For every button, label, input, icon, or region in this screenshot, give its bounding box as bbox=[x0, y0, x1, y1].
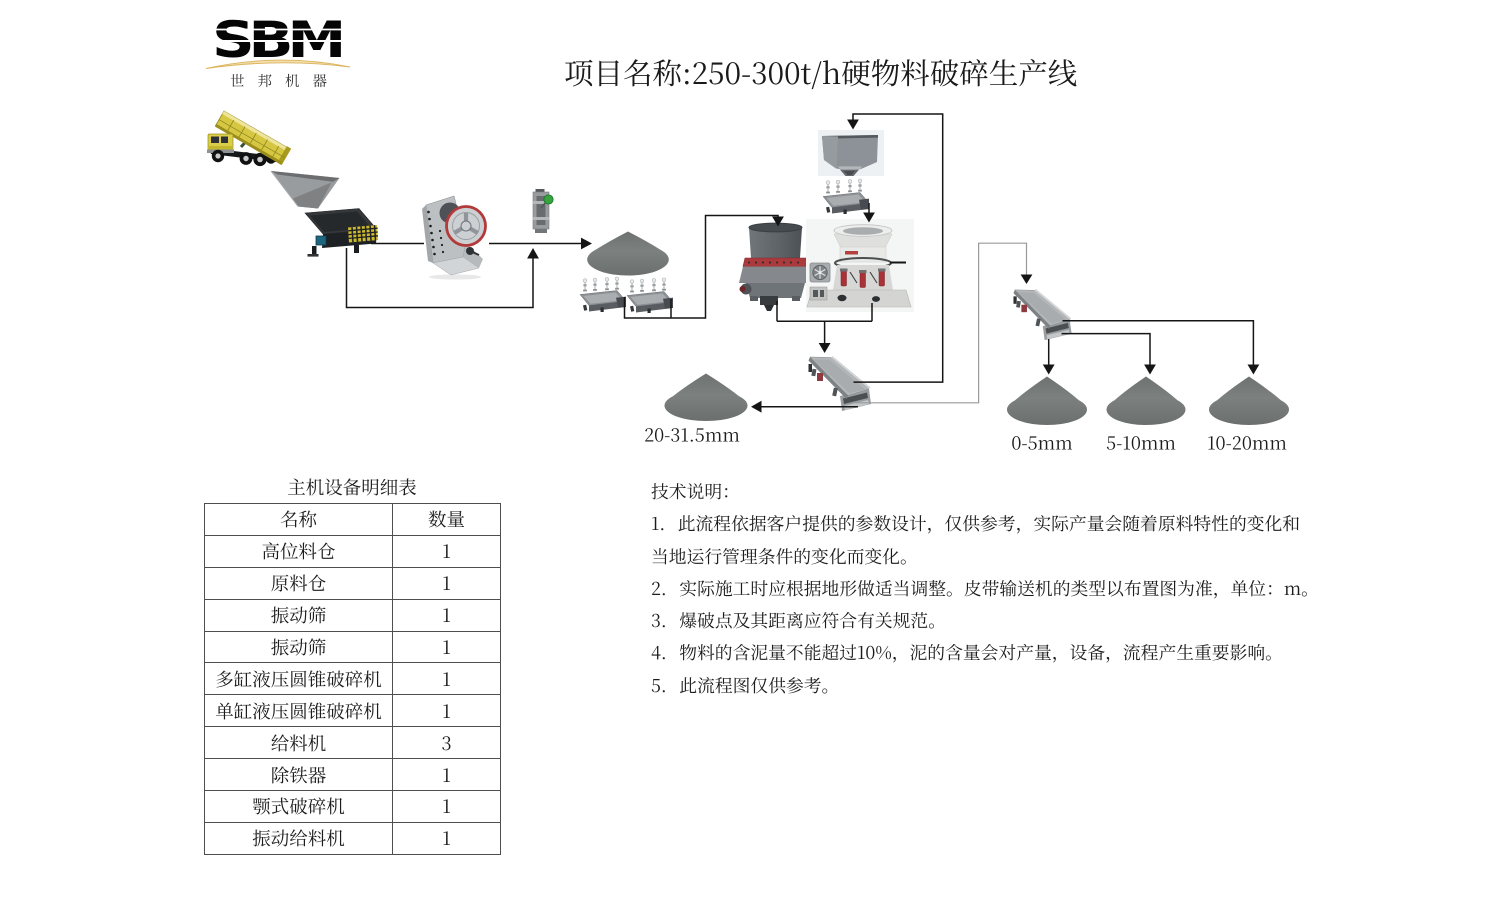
equipment-qty-cell: 1 bbox=[392, 566, 501, 600]
line-screen1-recirc bbox=[852, 113, 944, 383]
equipment-name-cell: 除铁器 bbox=[204, 758, 393, 792]
pile-feeder-1-icon bbox=[579, 276, 627, 313]
dump-truck-icon bbox=[207, 110, 292, 167]
note-line: 5. 此流程图仅供参考。 bbox=[651, 672, 840, 698]
arrow-into-pile20 bbox=[751, 400, 762, 413]
vibrating-screen-2-icon bbox=[1013, 288, 1073, 341]
sbm-logo-mark: SBM bbox=[205, 10, 351, 69]
note-line: 2. 实际施工时应根据地形做适当调整。皮带输送机的类型以布置图为准，单位：m。 bbox=[651, 575, 1319, 601]
equipment-name-cell: 振动筛 bbox=[204, 598, 393, 632]
column-header-name: 名称 bbox=[204, 503, 393, 536]
tech-notes-heading: 技术说明： bbox=[651, 479, 740, 504]
bin-feeder-icon bbox=[822, 178, 870, 215]
note-line: 1. 此流程依据客户提供的参数设计，仅供参考，实际产量会随着原料特性的变化和 bbox=[651, 511, 1301, 537]
equipment-name-cell: 原料仓 bbox=[204, 566, 393, 600]
equipment-qty-cell: 1 bbox=[392, 534, 501, 568]
arrow-into-pile510 bbox=[1144, 364, 1156, 375]
arrow-into-screen1 bbox=[818, 343, 831, 353]
line-screen1-to-screen2 bbox=[855, 242, 1028, 404]
brand-logo: SBM 世邦机器 bbox=[200, 6, 370, 103]
arrow-into-screen2 bbox=[1020, 274, 1033, 284]
equipment-name-cell: 给料机 bbox=[204, 726, 393, 760]
pile-0-5-icon bbox=[1007, 376, 1087, 426]
tech-notes: 技术说明： 1. 此流程依据客户提供的参数设计，仅供参考，实际产量会随着原料特性… bbox=[651, 476, 1351, 702]
line-screen2-to-pile510 bbox=[1061, 332, 1151, 367]
line-grizzly-bypass bbox=[345, 248, 534, 309]
equipment-qty-cell: 1 bbox=[392, 694, 501, 728]
pile-0-5-label: 0-5mm bbox=[1011, 430, 1072, 456]
arrow-into-pile bbox=[581, 237, 592, 250]
pile-10-20-icon bbox=[1209, 376, 1290, 426]
iron-remover-icon bbox=[532, 189, 554, 233]
single-cylinder-cone-crusher-icon bbox=[739, 222, 812, 311]
arrow-into-cone2 bbox=[863, 212, 875, 223]
equipment-qty-cell: 3 bbox=[392, 726, 501, 760]
high-level-bin-icon bbox=[818, 130, 884, 176]
pile-20-31-5-label: 20-31.5mm bbox=[644, 422, 740, 448]
pile-10-20-label: 10-20mm bbox=[1207, 430, 1287, 456]
logo-gold-arc bbox=[205, 59, 351, 69]
vibrating-feeder-icon bbox=[304, 208, 379, 257]
line-crushers-to-screen1 bbox=[776, 301, 873, 345]
equipment-name-cell: 振动给料机 bbox=[204, 821, 393, 855]
column-header-qty: 数量 bbox=[392, 503, 501, 536]
table-header-row: 名称 数量 bbox=[204, 503, 501, 536]
raw-hopper-icon bbox=[270, 170, 340, 209]
page-title: 项目名称:250-300t/h硬物料破碎生产线 bbox=[564, 51, 1078, 93]
equipment-qty-cell: 1 bbox=[392, 598, 501, 632]
equipment-qty-cell: 1 bbox=[392, 790, 501, 823]
pile-feeder-2-icon bbox=[626, 277, 674, 314]
equipment-name-cell: 振动筛 bbox=[204, 630, 393, 664]
line-screen2-to-pile1020 bbox=[1062, 320, 1255, 367]
pile-20-31-5-icon bbox=[664, 373, 748, 422]
equipment-name-cell: 单缸液压圆锥破碎机 bbox=[204, 694, 393, 728]
equipment-name-cell: 高位料仓 bbox=[204, 534, 393, 568]
arrow-bypass-up bbox=[527, 248, 539, 259]
transfer-stockpile-icon bbox=[587, 231, 669, 276]
arrow-into-bin bbox=[847, 119, 859, 130]
sbm-logo-text: SBM bbox=[212, 10, 341, 68]
equipment-table-title: 主机设备明细表 bbox=[287, 474, 417, 500]
logo-subtitle: 世邦机器 bbox=[230, 70, 340, 91]
line-feeders-to-cone1 bbox=[623, 214, 779, 319]
flow-lines bbox=[345, 113, 1255, 408]
note-line: 4. 物料的含泥量不能超过10%，泥的含量会对产量，设备，流程产生重要影响。 bbox=[651, 640, 1283, 666]
jaw-crusher-icon bbox=[422, 195, 487, 280]
flow-diagram: 20-31.5mm 0-5mm 5-10mm 10-20mm bbox=[207, 110, 1290, 456]
equipment-qty-cell: 1 bbox=[392, 662, 501, 696]
note-line: 3. 爆破点及其距离应符合有关规范。 bbox=[651, 608, 946, 634]
flow-arrowheads bbox=[527, 119, 1260, 413]
arrow-into-cone1 bbox=[772, 216, 784, 227]
arrow-into-pile1020 bbox=[1247, 364, 1260, 375]
pile-5-10-icon bbox=[1106, 376, 1186, 426]
arrow-into-pile05 bbox=[1042, 364, 1055, 375]
note-line: 当地运行管理条件的变化而变化。 bbox=[651, 543, 918, 569]
multi-cylinder-cone-crusher-icon bbox=[806, 219, 914, 312]
equipment-qty-cell: 1 bbox=[392, 758, 501, 792]
equipment-name-cell: 颚式破碎机 bbox=[204, 790, 393, 823]
pile-5-10-label: 5-10mm bbox=[1106, 430, 1176, 456]
equipment-qty-cell: 1 bbox=[392, 630, 501, 664]
equipment-qty-cell: 1 bbox=[392, 821, 501, 855]
equipment-name-cell: 多缸液压圆锥破碎机 bbox=[204, 662, 393, 696]
